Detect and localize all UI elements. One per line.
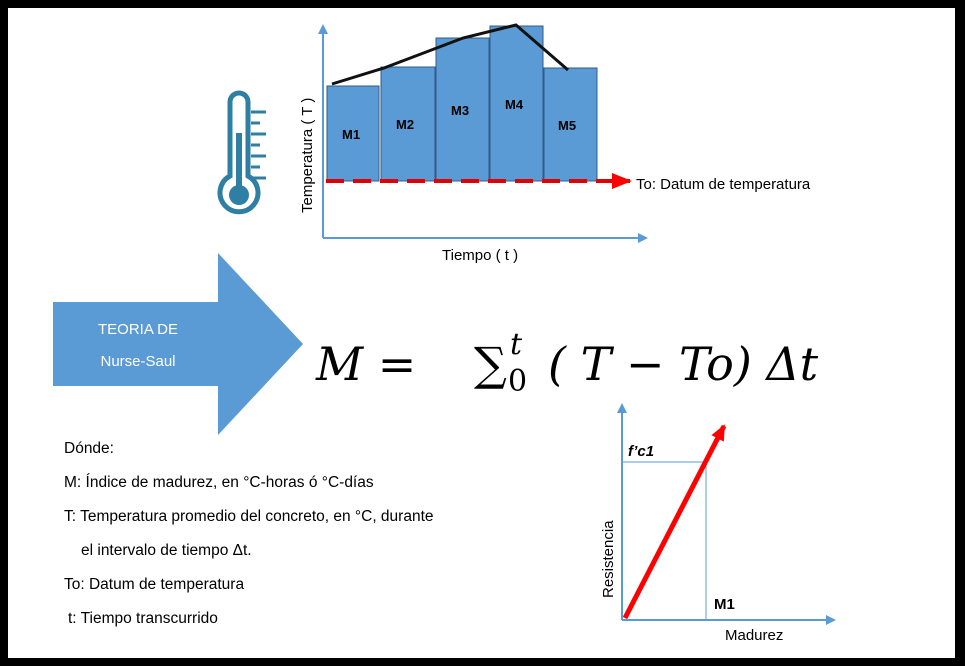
bar-m3 xyxy=(435,37,490,182)
strength-xlabel: Madurez xyxy=(725,627,783,644)
fc1-label: f’c1 xyxy=(628,443,654,460)
formula: M = ∑ t 0 ( T − To) Δt xyxy=(315,327,819,399)
temperature-curve xyxy=(331,23,569,86)
legend-item-time: t: Tiempo transcurrido xyxy=(68,610,218,627)
diagram-canvas: M1 M2 M3 M4 M5 To: Datum de temperatura … xyxy=(8,8,955,658)
formula-lhs: M = xyxy=(315,337,416,391)
datum-label: To: Datum de temperatura xyxy=(636,176,811,193)
bar-label-m3: M3 xyxy=(451,103,469,118)
legend-item-t-cont: el intervalo de tiempo Δt. xyxy=(81,542,252,559)
bar-m2 xyxy=(380,66,436,182)
legend-item-m: M: Índice de madurez, en °C-horas ó °C-d… xyxy=(64,474,374,491)
bar-label-m1: M1 xyxy=(342,127,360,142)
legend-item-t: T: Temperatura promedio del concreto, en… xyxy=(64,508,434,525)
bar-label-m4: M4 xyxy=(505,97,524,112)
bar-label-m5: M5 xyxy=(558,118,576,133)
strength-chart: f’c1 M1 Resistencia Madurez xyxy=(600,403,836,644)
legend-title: Dónde: xyxy=(64,440,114,457)
bar-m4 xyxy=(489,25,544,182)
diagram-svg: M1 M2 M3 M4 M5 To: Datum de temperatura … xyxy=(53,23,836,644)
formula-upper: t xyxy=(510,327,523,362)
bar-label-m2: M2 xyxy=(396,117,414,132)
top-chart-axes xyxy=(318,24,648,243)
top-chart-xlabel: Tiempo ( t ) xyxy=(442,247,518,264)
strength-arrow xyxy=(622,424,727,620)
thermometer-icon xyxy=(217,90,266,215)
legend-item-to: To: Datum de temperatura xyxy=(64,576,245,593)
theory-arrow: TEORIA DE Nurse-Saul xyxy=(53,253,303,435)
bars-group xyxy=(326,25,598,182)
theory-line2: Nurse-Saul xyxy=(100,353,175,370)
theory-line1: TEORIA DE xyxy=(98,321,178,338)
formula-sum: ∑ xyxy=(474,337,507,391)
m1-label: M1 xyxy=(714,596,735,613)
bar-m5 xyxy=(543,67,598,182)
formula-lower: 0 xyxy=(508,364,527,399)
top-chart-ylabel: Temperatura ( T ) xyxy=(299,98,316,213)
formula-rhs: ( T − To) Δt xyxy=(548,337,819,391)
bar-m1 xyxy=(326,85,380,182)
strength-ylabel: Resistencia xyxy=(600,520,617,598)
